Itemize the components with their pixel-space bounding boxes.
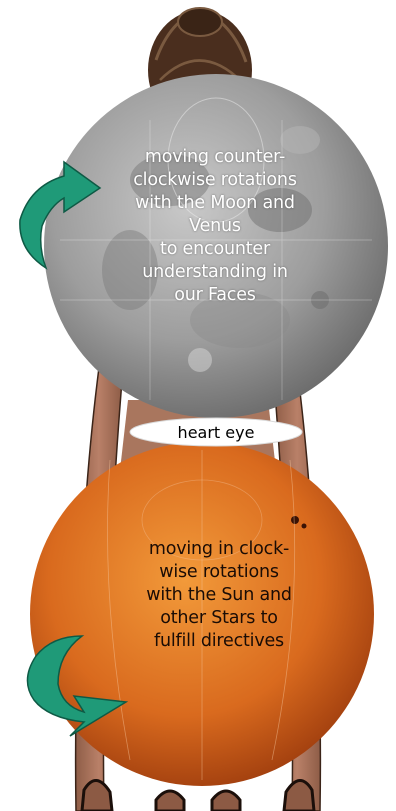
moon-caption-line: moving counter-: [120, 146, 310, 169]
center-foot-left: [156, 791, 184, 811]
left-foot: [82, 780, 112, 811]
sun-caption-line: with the Sun and: [123, 584, 315, 607]
sun-caption: moving in clock- wise rotations with the…: [123, 538, 315, 653]
moon-caption-line: our Faces: [120, 284, 310, 307]
moon-caption: moving counter- clockwise rotations with…: [120, 146, 310, 307]
moon-caption-line: clockwise rotations: [120, 169, 310, 192]
moon-caption-line: understanding in: [120, 261, 310, 284]
moon-caption-line: with the Moon and: [120, 192, 310, 215]
moon-caption-line: Venus: [120, 215, 310, 238]
sun-caption-line: fulfill directives: [123, 630, 315, 653]
center-foot-right: [212, 791, 240, 811]
right-foot: [284, 780, 314, 811]
moon-caption-line: to encounter: [120, 238, 310, 261]
sun-caption-line: other Stars to: [123, 607, 315, 630]
heart-eye-label: heart eye: [170, 423, 262, 443]
sun-caption-line: wise rotations: [123, 561, 315, 584]
sun-caption-line: moving in clock-: [123, 538, 315, 561]
